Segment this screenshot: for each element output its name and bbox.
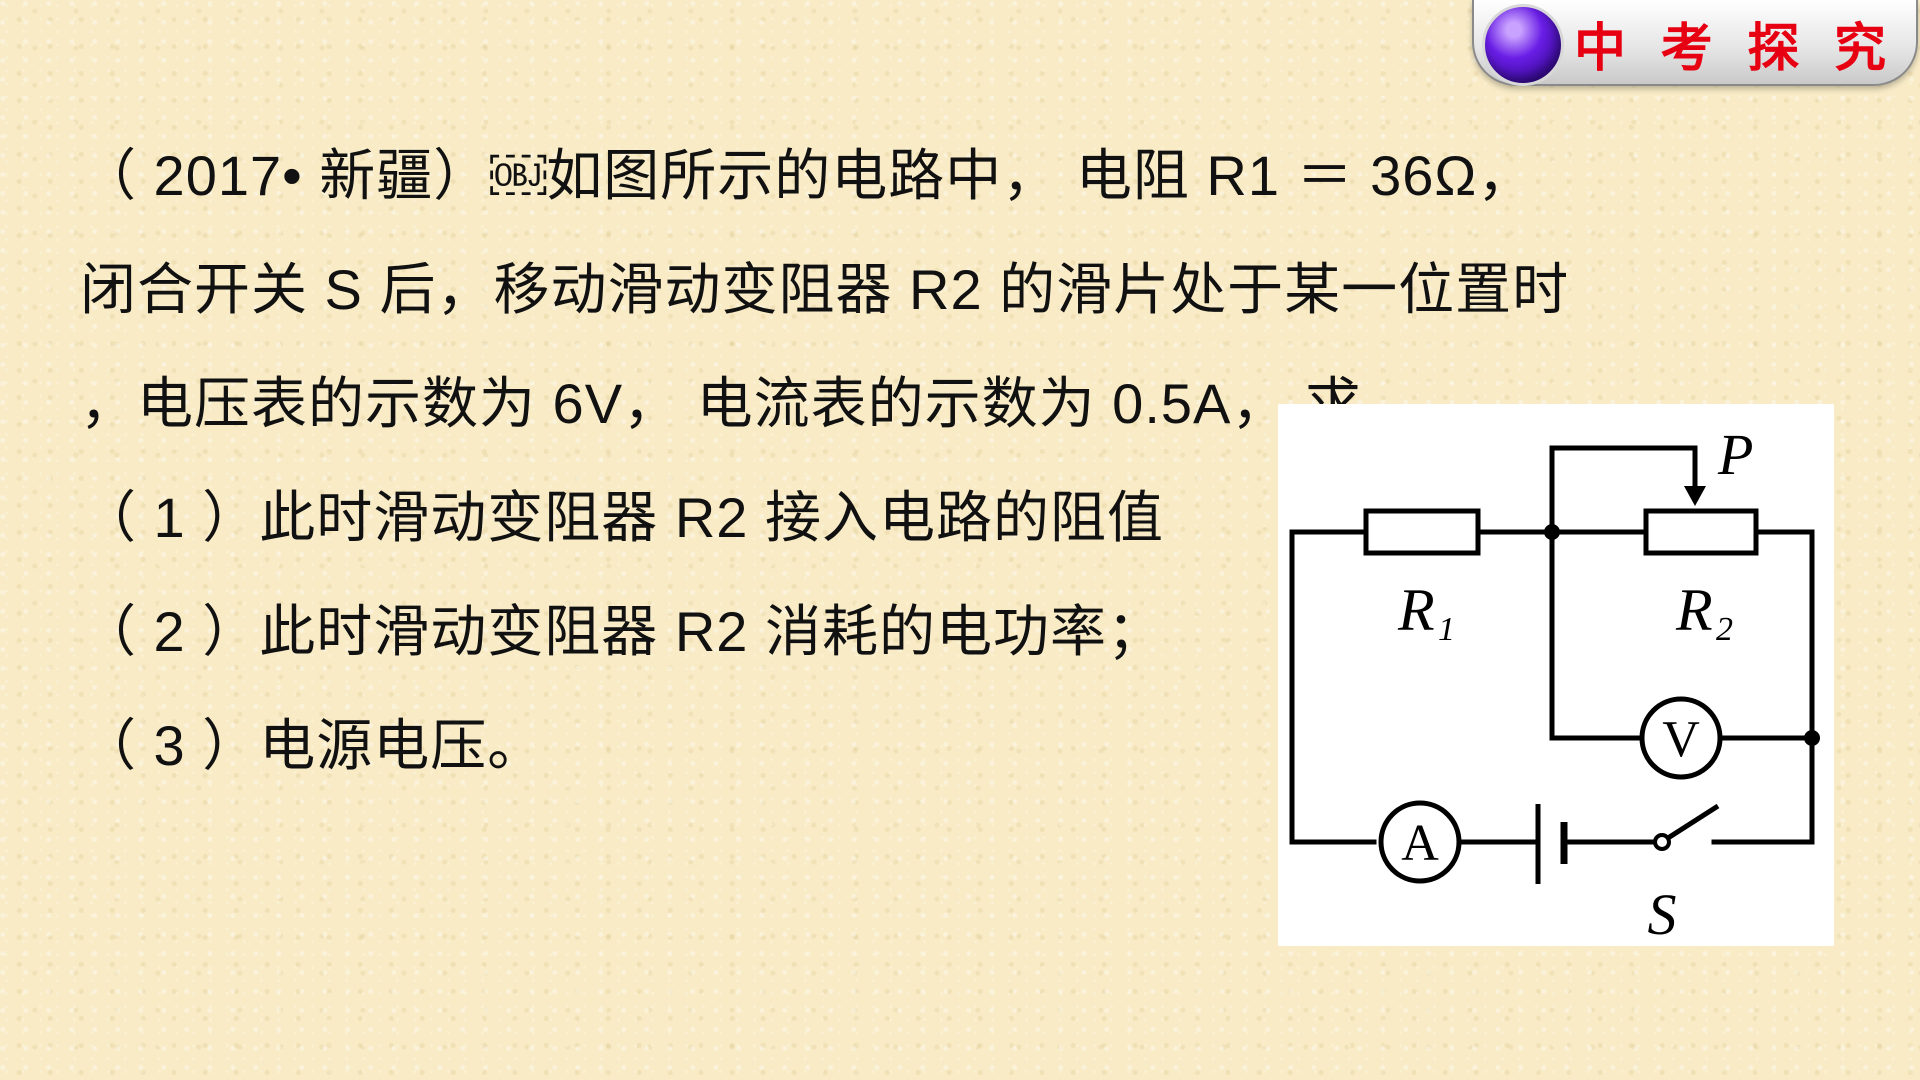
question-1: （ 1 ）此时滑动变阻器 R2 接入电路的阻值 (80, 486, 1164, 549)
badge-char: 中 (1574, 18, 1637, 79)
problem-line-1: （ 2017• 新疆）￼如图所示的电路中， 电阻 R1 ＝ 36Ω， (80, 144, 1535, 207)
junction-dot (1804, 730, 1820, 746)
label-p: P (1717, 422, 1753, 487)
wire-switch-right (1711, 735, 1815, 845)
badge-char: 探 (1747, 18, 1810, 79)
label-r1: R (1397, 577, 1435, 643)
badge-title: 中 考 探 究 (1574, 8, 1896, 79)
question-2: （ 2 ）此时滑动变阻器 R2 消耗的电功率； (80, 600, 1164, 663)
badge-char: 考 (1660, 18, 1723, 79)
circuit-svg: P R 1 R 2 V A S (1289, 422, 1820, 946)
label-r1-sub: 1 (1438, 611, 1455, 648)
orb-icon (1482, 4, 1564, 86)
resistor-r1 (1363, 508, 1481, 556)
label-v: V (1662, 711, 1700, 768)
wire-left-side (1289, 529, 1377, 845)
label-a: A (1401, 815, 1439, 872)
circuit-diagram: P R 1 R 2 V A S (1278, 404, 1834, 946)
switch-blade (1666, 803, 1720, 841)
header-badge: 中 考 探 究 (1472, 0, 1918, 86)
switch-pivot (1653, 833, 1671, 851)
resistor-r2 (1643, 508, 1759, 556)
problem-line-3: ，电压表的示数为 6V， 电流表的示数为 0.5A， 求 (80, 372, 1362, 435)
wire-r2-right (1753, 529, 1815, 741)
badge-char: 究 (1833, 18, 1896, 79)
wire-node-up (1549, 445, 1698, 535)
slider-arrow (1684, 486, 1706, 506)
label-r2-sub: 2 (1716, 611, 1733, 648)
problem-line-2: 闭合开关 S 后，移动滑动变阻器 R2 的滑片处于某一位置时 (80, 258, 1570, 321)
label-r2: R (1675, 577, 1713, 643)
question-3: （ 3 ）电源电压。 (80, 714, 545, 777)
junction-dot (1544, 524, 1560, 540)
wire-node-down (1549, 529, 1645, 741)
label-s: S (1648, 882, 1677, 946)
